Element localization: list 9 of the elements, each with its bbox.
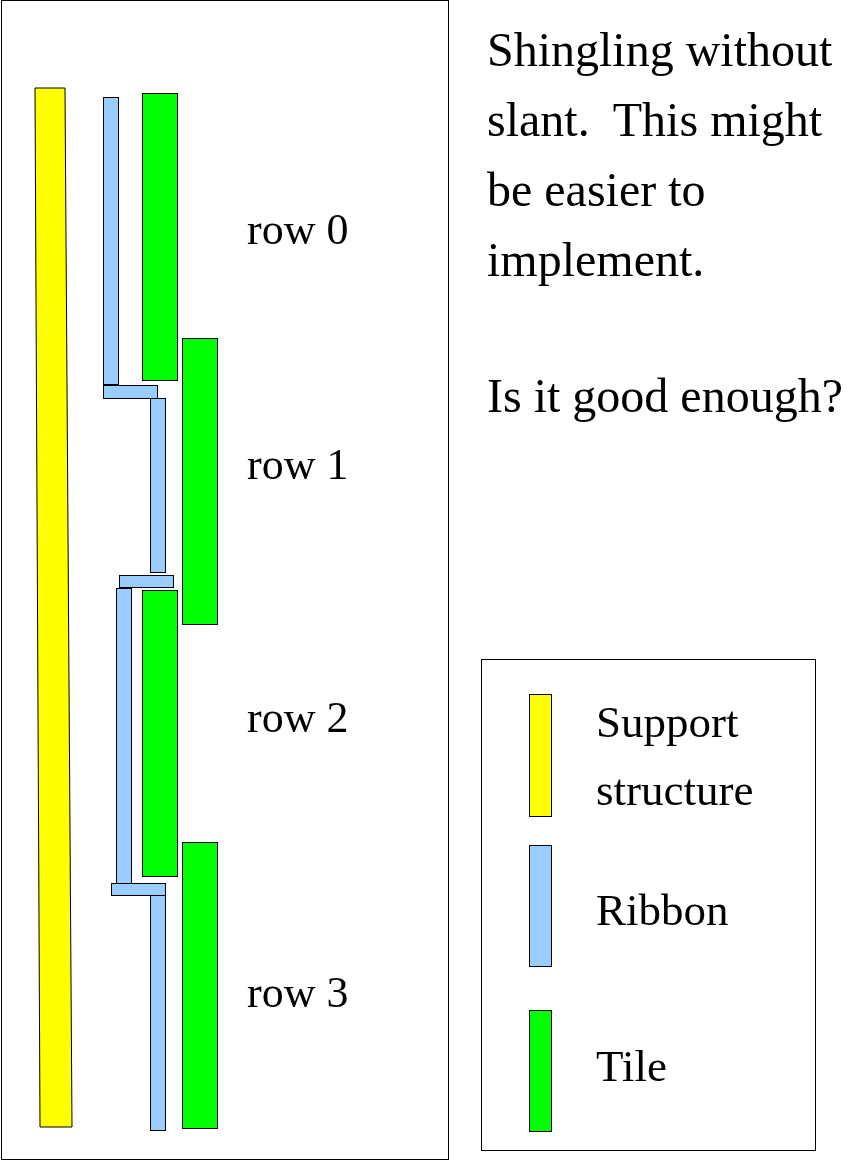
row-label: row 1 xyxy=(247,440,349,490)
legend-text: Support structure xyxy=(596,696,755,817)
row-label: row 2 xyxy=(247,693,349,743)
question-text: Is it good enough? xyxy=(487,368,844,424)
row-label: row 0 xyxy=(247,205,349,255)
legend-text: Tile xyxy=(596,1040,668,1093)
note-text: Shingling without slant. This might be easier to implement. xyxy=(487,22,834,288)
row-label: row 3 xyxy=(247,968,349,1018)
legend-text: Ribbon xyxy=(596,884,730,937)
